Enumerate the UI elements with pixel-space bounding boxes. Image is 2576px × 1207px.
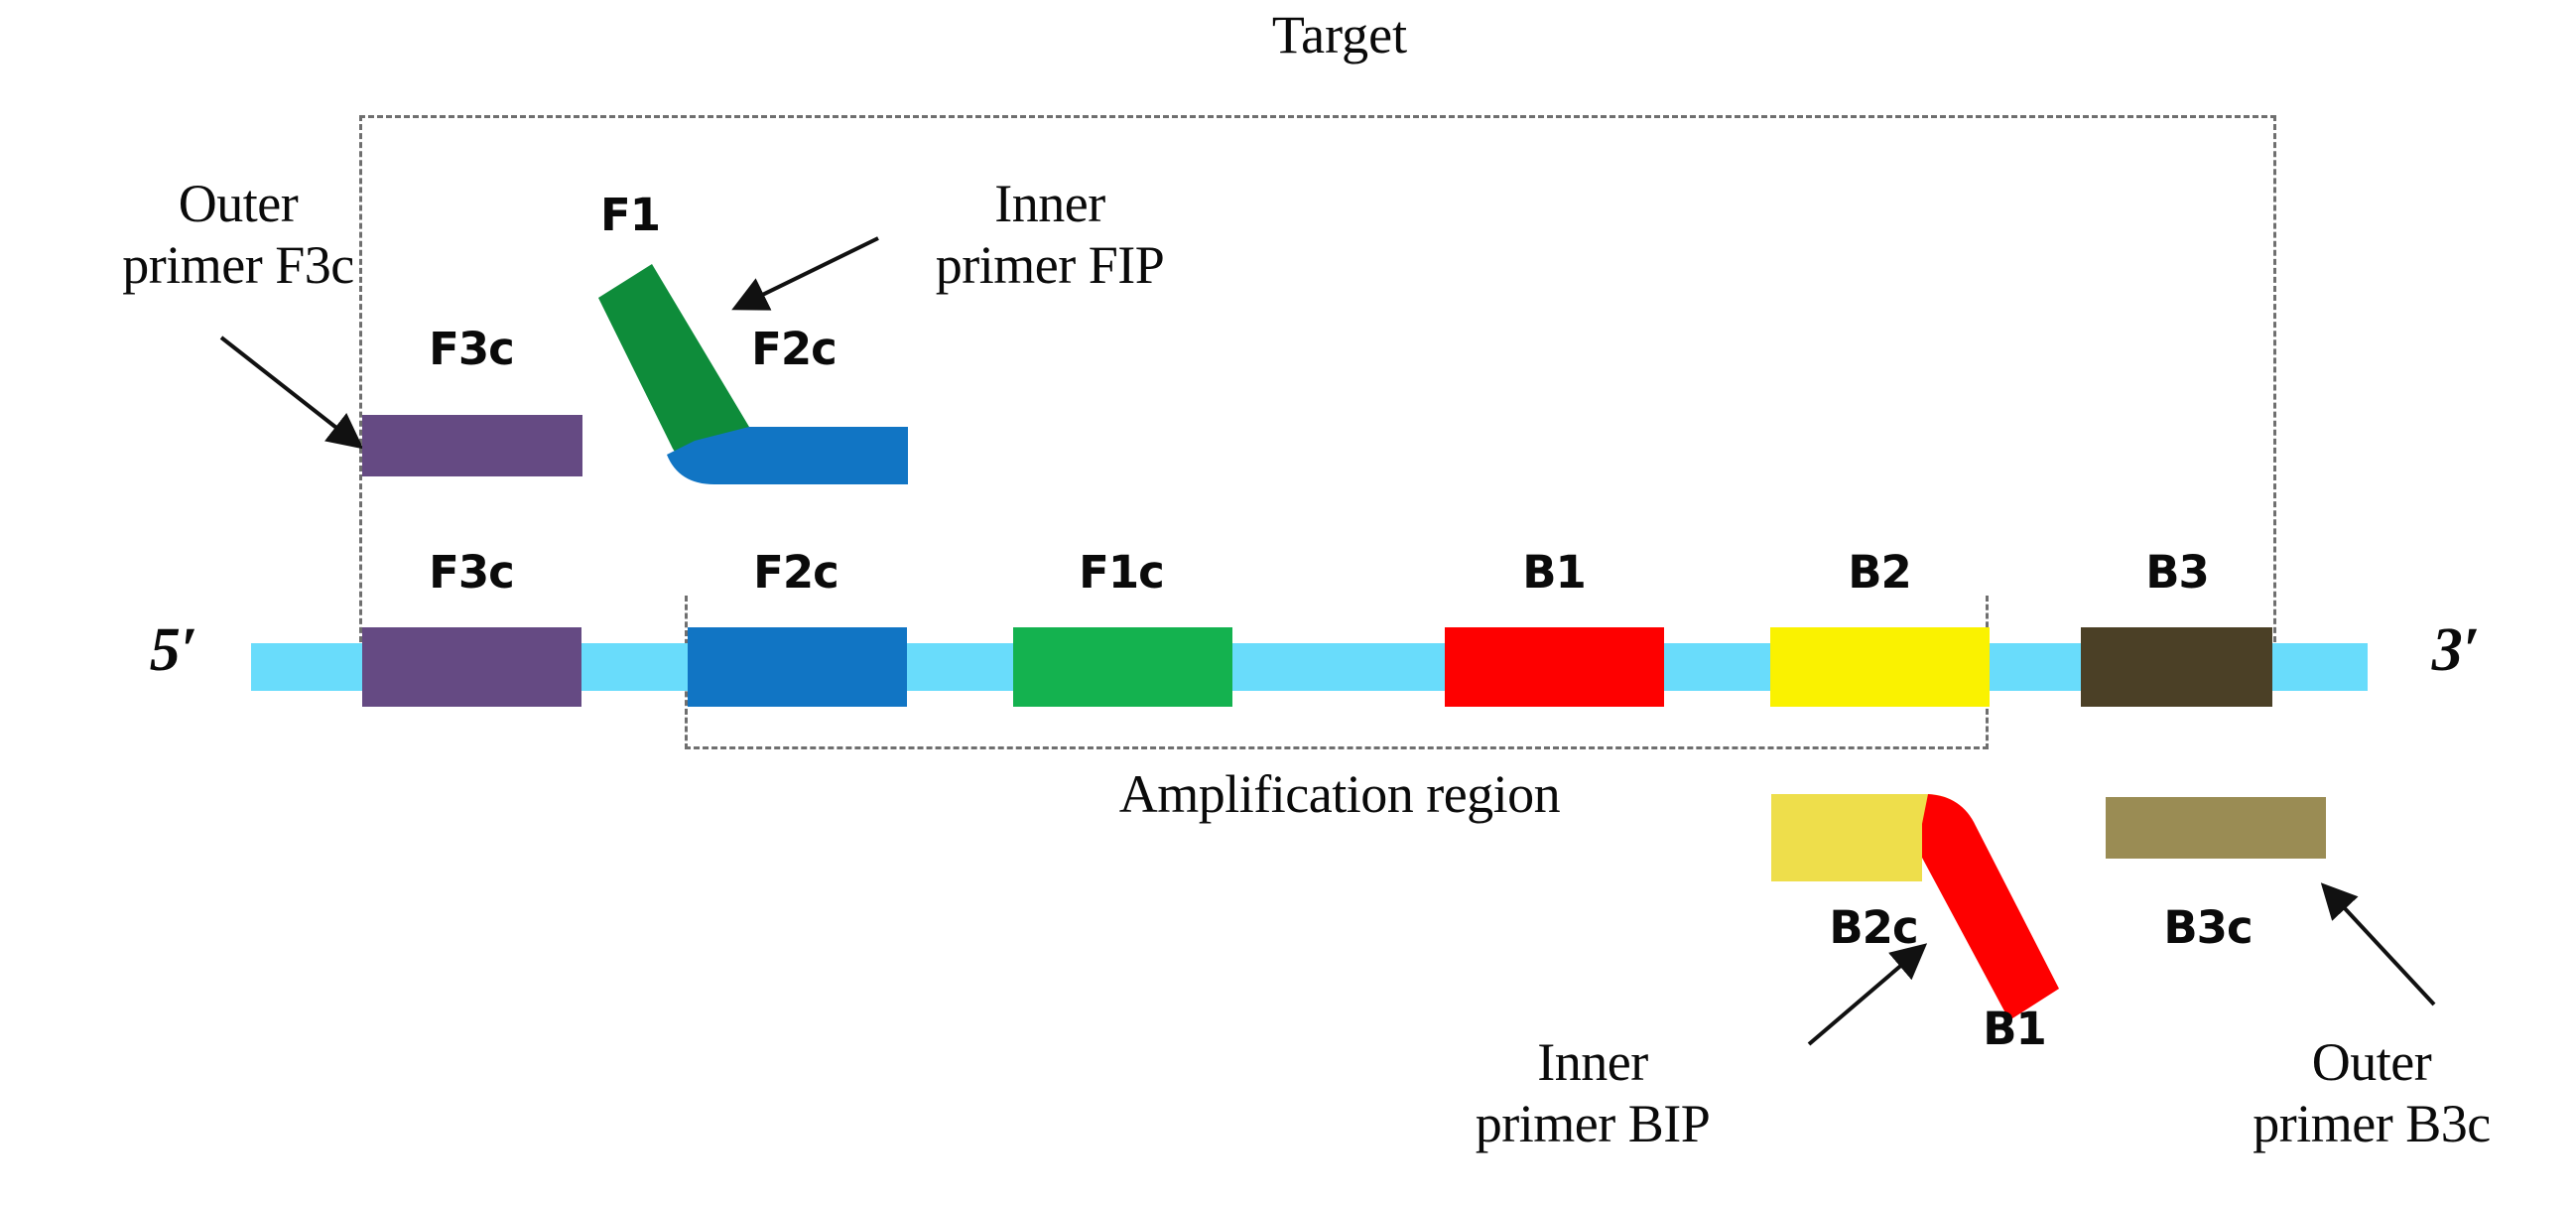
bip-primer-shape (1771, 794, 2059, 1020)
outer-primer-f3c-label: F3c (429, 323, 515, 375)
five-prime-label: 5′ (149, 616, 198, 684)
segment-label-b3: B3 (2145, 546, 2210, 599)
annotation-outer-primer-f3c: Outer primer F3c (122, 174, 354, 295)
annotation-outer-primer-b3c: Outer primer B3c (2253, 1032, 2491, 1153)
segment-label-b2: B2 (1848, 546, 1912, 599)
segment-label-f2c: F2c (753, 546, 839, 599)
arrow-outer-primer-b3c (2320, 882, 2436, 1006)
outer-primer-b3c-bar (2106, 797, 2326, 859)
outer-primer-f3c-bar (362, 415, 582, 476)
bip-arm-label: B1 (1983, 1003, 2047, 1055)
arrow-inner-primer-bip (1807, 943, 1928, 1046)
annotation-inner-primer-bip: Inner primer BIP (1475, 1032, 1711, 1153)
annotation-inner-primer-fip: Inner primer FIP (935, 174, 1165, 295)
strand-segment-f2c (688, 627, 907, 707)
segment-label-f1c: F1c (1079, 546, 1165, 599)
three-prime-label: 3′ (2431, 616, 2481, 684)
fip-tail-label: F2c (751, 323, 837, 375)
segment-label-f3c: F3c (429, 546, 515, 599)
template-strand-backbone (251, 643, 2368, 691)
strand-segment-b1 (1445, 627, 1664, 707)
amplification-region-label: Amplification region (1118, 764, 1561, 824)
strand-segment-b2 (1770, 627, 1990, 707)
fip-arm-label: F1 (599, 189, 661, 241)
strand-segment-b3 (2081, 627, 2272, 707)
fip-primer-shape (598, 264, 908, 484)
arrow-inner-primer-fip (731, 236, 879, 311)
page-title: Target (1271, 5, 1408, 65)
strand-segment-f3c (362, 627, 581, 707)
segment-label-b1: B1 (1522, 546, 1587, 599)
arrow-outer-primer-f3c (219, 335, 364, 450)
strand-segment-f1c (1013, 627, 1232, 707)
outer-primer-b3c-label: B3c (2163, 901, 2253, 954)
